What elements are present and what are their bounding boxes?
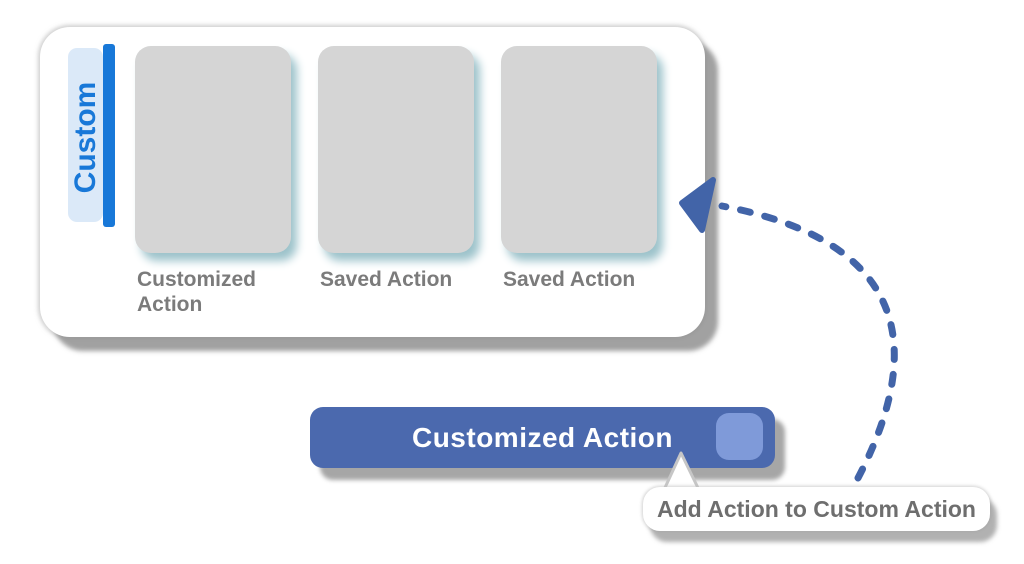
custom-panel: Custom Customized Action Saved Action Sa… <box>40 27 705 337</box>
customized-action-bar: Customized Action <box>310 407 775 468</box>
custom-tab: Custom <box>68 48 103 222</box>
action-card-slot-1 <box>135 46 291 253</box>
tooltip-label: Add Action to Custom Action <box>657 495 976 522</box>
custom-tab-accent-bar <box>103 44 115 227</box>
tooltip-callout: Add Action to Custom Action <box>643 487 990 531</box>
customized-action-bar-label: Customized Action <box>411 421 674 453</box>
card-label-saved-action-1: Saved Action <box>320 268 453 291</box>
action-card-slot-3 <box>501 46 657 253</box>
action-thumbnail-square <box>716 413 763 460</box>
action-card-slot-2 <box>318 46 474 253</box>
card-label-customized-action: Customized Action <box>137 268 257 317</box>
custom-tab-label: Custom <box>68 81 102 194</box>
card-label-saved-action-2: Saved Action <box>503 268 636 291</box>
